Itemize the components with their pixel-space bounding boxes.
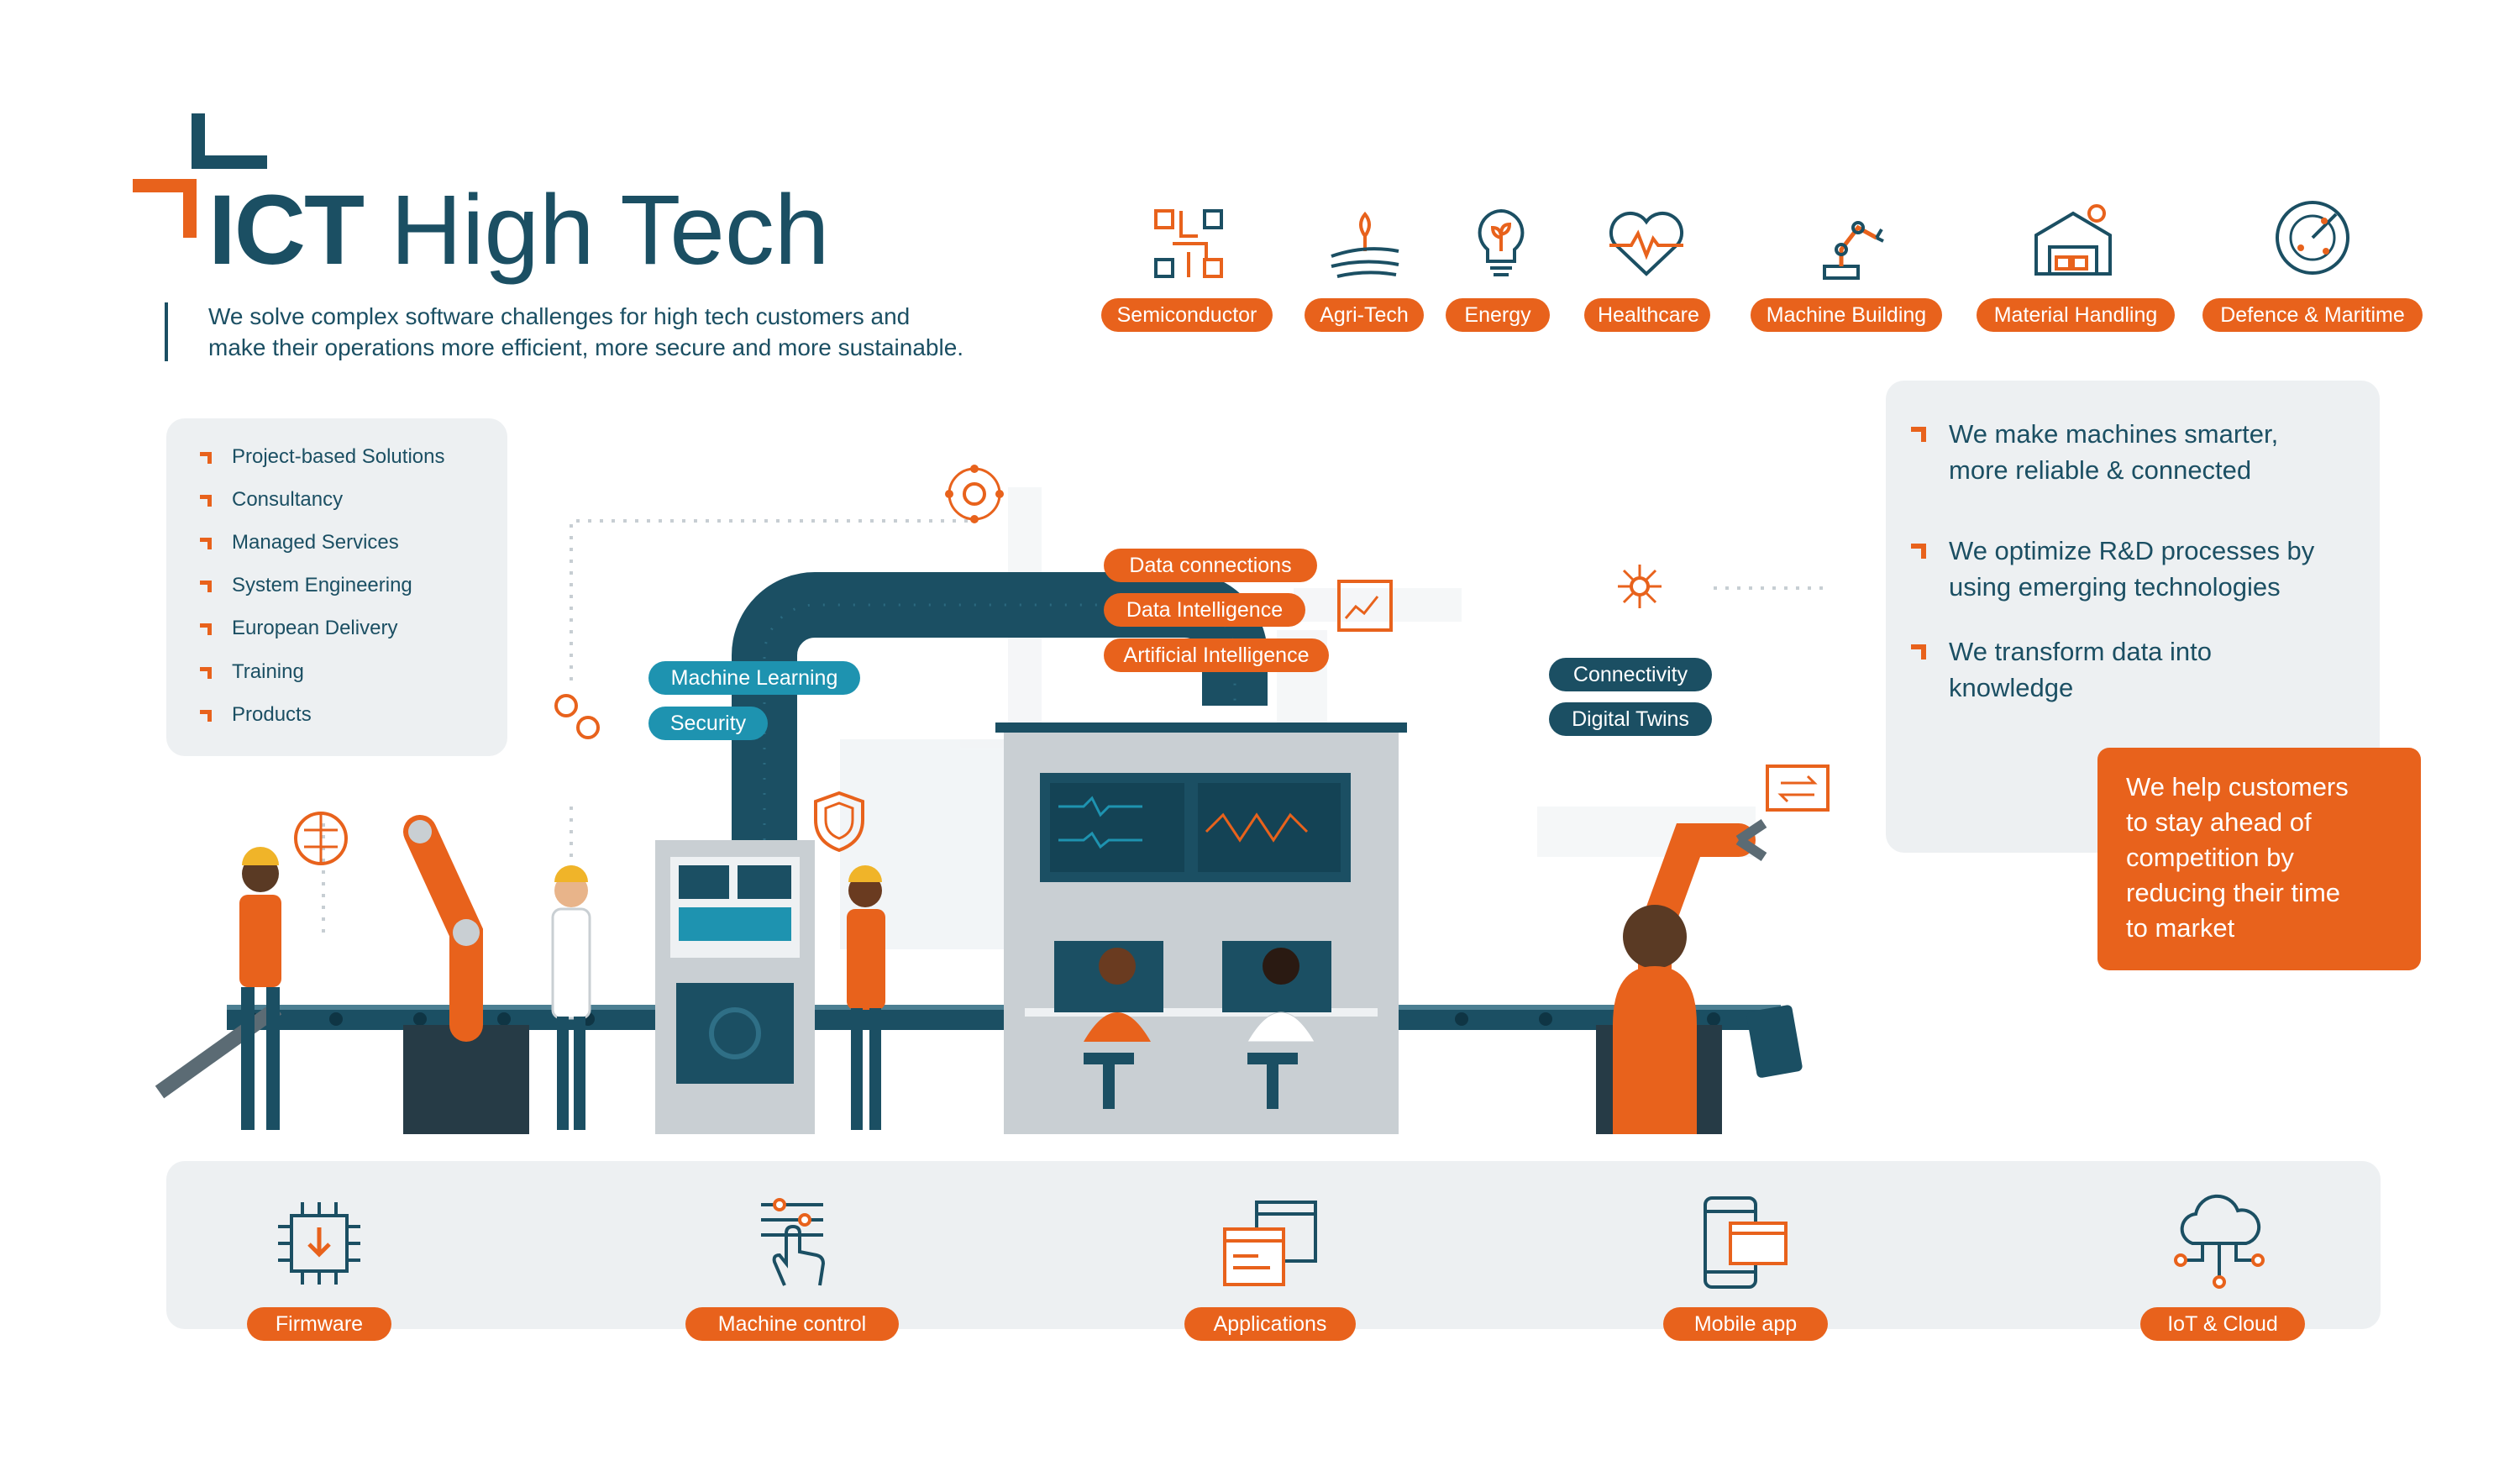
app-windows-icon bbox=[1223, 1201, 1317, 1286]
industry-semiconductor[interactable]: Semiconductor bbox=[1101, 298, 1273, 332]
claim-1: We make machines smarter, more reliable … bbox=[1949, 416, 2419, 488]
tag-security[interactable]: Security bbox=[648, 707, 768, 740]
services-bullet-icon bbox=[200, 623, 212, 635]
capability-iot-cloud[interactable]: IoT & Cloud bbox=[2140, 1307, 2305, 1341]
industry-defence-maritime[interactable]: Defence & Maritime bbox=[2202, 298, 2423, 332]
service-item[interactable]: System Engineering bbox=[232, 574, 412, 596]
services-bullet-icon bbox=[200, 581, 212, 592]
claim-3: We transform data into knowledge bbox=[1949, 633, 2419, 706]
claim-bullet-icon bbox=[1911, 544, 1926, 559]
services-bullet-icon bbox=[200, 667, 212, 679]
tag-connectivity[interactable]: Connectivity bbox=[1549, 658, 1712, 691]
capability-machine-control[interactable]: Machine control bbox=[685, 1307, 899, 1341]
tag-digital-twins[interactable]: Digital Twins bbox=[1549, 702, 1712, 736]
cloud-network-icon bbox=[2174, 1194, 2265, 1289]
service-item[interactable]: Project-based Solutions bbox=[232, 445, 445, 468]
wheat-field-icon bbox=[1331, 211, 1399, 278]
network-hub-icon bbox=[945, 465, 1004, 523]
tagline-line-1: We solve complex software challenges for… bbox=[208, 303, 911, 329]
shield-icon bbox=[814, 791, 864, 853]
claim-bullet-icon bbox=[1911, 644, 1926, 659]
chip-circuit-icon bbox=[1154, 209, 1223, 278]
transfer-icon bbox=[1766, 765, 1830, 812]
industry-machine-building[interactable]: Machine Building bbox=[1751, 298, 1942, 332]
tagline-divider bbox=[165, 302, 168, 361]
claim-2-line-1: We optimize R&D processes by bbox=[1949, 536, 2315, 565]
services-bullet-icon bbox=[200, 452, 212, 464]
industries-row: Semiconductor Agri-Tech Energy Healthcar… bbox=[0, 0, 2520, 353]
service-item[interactable]: Consultancy bbox=[232, 488, 344, 511]
service-item[interactable]: Products bbox=[232, 703, 312, 726]
industry-material-handling[interactable]: Material Handling bbox=[1977, 298, 2175, 332]
claim-3-line-1: We transform data into bbox=[1949, 637, 2213, 666]
data-chart-icon bbox=[1337, 580, 1393, 632]
callout-line-1: We help customers bbox=[2126, 772, 2349, 801]
tag-data-connections[interactable]: Data connections bbox=[1104, 549, 1317, 582]
lightbulb-plant-icon bbox=[1478, 208, 1525, 276]
tagline: We solve complex software challenges for… bbox=[208, 301, 1132, 363]
industry-healthcare[interactable]: Healthcare bbox=[1584, 298, 1710, 332]
claim-2: We optimize R&D processes by using emerg… bbox=[1949, 533, 2419, 605]
tag-artificial-intelligence[interactable]: Artificial Intelligence bbox=[1104, 638, 1329, 672]
claim-2-line-2: using emerging technologies bbox=[1949, 572, 2281, 602]
callout-line-3: competition by bbox=[2126, 843, 2294, 872]
radar-icon bbox=[2276, 201, 2349, 275]
logo: ICT High Tech bbox=[133, 113, 829, 281]
warehouse-icon bbox=[2034, 204, 2112, 276]
logo-name-bold: ICT bbox=[208, 175, 365, 286]
chip-download-icon bbox=[278, 1202, 360, 1285]
service-item[interactable]: Training bbox=[232, 660, 304, 683]
claim-bullet-icon bbox=[1911, 427, 1926, 442]
callout-line-5: to market bbox=[2126, 913, 2235, 943]
services-bullet-icon bbox=[200, 495, 212, 507]
gears-icon bbox=[554, 694, 600, 739]
capability-applications[interactable]: Applications bbox=[1184, 1307, 1356, 1341]
services-panel: Project-based Solutions Consultancy Mana… bbox=[166, 418, 507, 756]
claim-1-line-2: more reliable & connected bbox=[1949, 455, 2252, 485]
service-item[interactable]: European Delivery bbox=[232, 617, 398, 639]
logo-name-light: High Tech bbox=[390, 175, 830, 286]
factory-illustration bbox=[155, 487, 1831, 1134]
robot-arm-icon bbox=[1823, 221, 1884, 280]
hand-sliders-icon bbox=[761, 1198, 826, 1286]
callout-line-2: to stay ahead of bbox=[2126, 807, 2312, 837]
capability-mobile-app[interactable]: Mobile app bbox=[1663, 1307, 1828, 1341]
services-bullet-icon bbox=[200, 710, 212, 722]
callout-line-4: reducing their time bbox=[2126, 878, 2341, 907]
services-bullet-icon bbox=[200, 538, 212, 549]
claim-3-line-2: knowledge bbox=[1949, 673, 2074, 702]
mobile-phone-icon bbox=[1704, 1196, 1788, 1289]
tag-data-intelligence[interactable]: Data Intelligence bbox=[1104, 593, 1305, 627]
node-network-icon bbox=[1618, 565, 1662, 608]
callout-box: We help customers to stay ahead of compe… bbox=[2097, 748, 2421, 970]
heart-pulse-icon bbox=[1609, 211, 1683, 276]
logo-mark-icon bbox=[133, 113, 267, 238]
service-item[interactable]: Managed Services bbox=[232, 531, 399, 554]
capability-firmware[interactable]: Firmware bbox=[247, 1307, 391, 1341]
brain-circuit-icon bbox=[294, 811, 348, 866]
tagline-line-2: make their operations more efficient, mo… bbox=[208, 334, 964, 360]
claim-1-line-1: We make machines smarter, bbox=[1949, 419, 2279, 449]
industry-agri-tech[interactable]: Agri-Tech bbox=[1305, 298, 1424, 332]
industry-energy[interactable]: Energy bbox=[1446, 298, 1550, 332]
tag-machine-learning[interactable]: Machine Learning bbox=[648, 661, 860, 695]
